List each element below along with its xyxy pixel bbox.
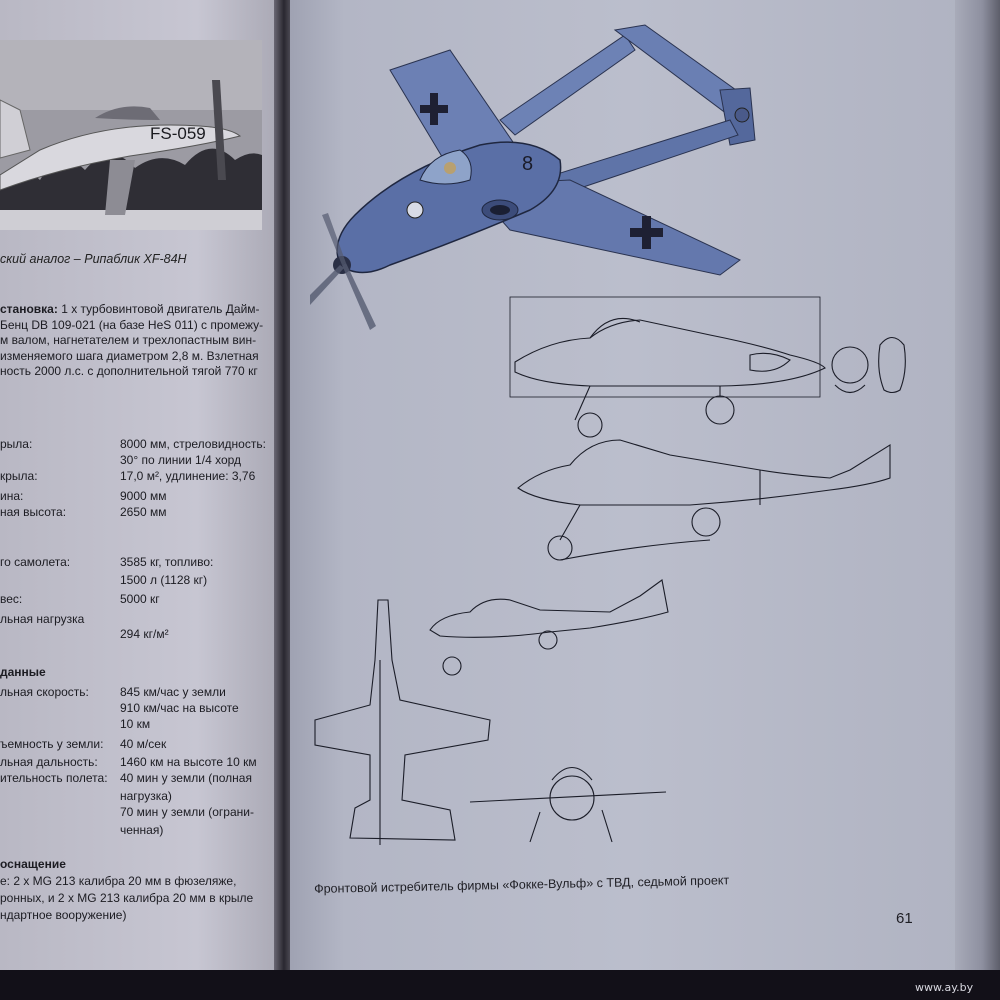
- cross-marking-upper: [420, 93, 448, 125]
- book-gutter: [274, 0, 292, 985]
- tail-code-text: FS-059: [150, 124, 206, 143]
- left-page: FS-059 ский аналог – Рипаблик XF-84H ста…: [0, 0, 282, 975]
- engine-line-text: Бенц DB 109-021 (на базе HeS 011) с пром…: [0, 317, 264, 332]
- spec-label: льная нагрузка: [0, 612, 85, 626]
- engine-line-text: м валом, нагнетателем и трехлопастным ви…: [0, 333, 257, 347]
- armament-section: оснащение е: 2 х MG 213 калибра 20 мм в …: [0, 856, 280, 924]
- spec-label: ная высота:: [0, 505, 67, 519]
- engine-line-text: изменяемого шага диаметром 2,8 м. Взлетн…: [0, 348, 259, 363]
- side-view-lower: [429, 579, 669, 676]
- spec-value: 845 км/час у земли: [120, 685, 226, 699]
- spec-value: 2650 мм: [120, 505, 167, 519]
- page-edges: [955, 0, 1000, 990]
- spec-value: 10 км: [120, 717, 151, 731]
- armament-lines: е: 2 х MG 213 калибра 20 мм в фюзеляже, р…: [0, 873, 280, 924]
- page-number: 61: [896, 910, 913, 927]
- spec-value: 910 км/час на высоте: [120, 701, 239, 715]
- engine-line-text: 1 х турбовинтовой двигатель Дайм-: [57, 302, 260, 316]
- spec-label: ъемность у земли:: [0, 737, 104, 751]
- spec-label: го самолета:: [0, 555, 71, 569]
- bottom-shadow: [0, 970, 1000, 1000]
- armament-line: е: 2 х MG 213 калибра 20 мм в фюзеляже,: [0, 874, 237, 888]
- engine-line: ность 2000 л.с. с дополнительной тягой 7…: [0, 364, 272, 380]
- spec-value: 17,0 м², удлинение: 3,76: [120, 469, 256, 483]
- photo-caption: ский аналог – Рипаблик XF-84H: [0, 252, 187, 266]
- spec-label: льная дальность:: [0, 755, 98, 769]
- spec-label: крыла:: [0, 469, 38, 483]
- side-view-middle: [517, 439, 891, 561]
- spec-label: вес:: [0, 592, 23, 606]
- spec-value: 5000 кг: [120, 592, 160, 606]
- aircraft-number: 8: [522, 153, 533, 175]
- spec-value: 3585 кг, топливо:: [120, 555, 214, 569]
- spec-label: льная скорость:: [0, 685, 89, 699]
- spec-label: ина:: [0, 489, 24, 503]
- aircraft-photo: FS-059: [0, 40, 262, 230]
- engine-line: изменяемого шага диаметром 2,8 м. Взлетн…: [0, 349, 272, 365]
- armament-line: ндартное вооружение): [0, 908, 127, 922]
- armament-title: оснащение: [0, 857, 66, 871]
- spec-value: 40 м/сек: [120, 737, 167, 751]
- spec-value: 9000 мм: [120, 489, 167, 503]
- engine-line: Бенц DB 109-021 (на базе HeS 011) с пром…: [0, 318, 272, 334]
- top-view: [314, 599, 491, 845]
- cross-marking-lower: [630, 216, 663, 249]
- spec-value: 1460 км на высоте 10 км: [120, 755, 257, 769]
- armament-line: ронных, и 2 х MG 213 калибра 20 мм в кры…: [0, 891, 254, 905]
- engine-line-label: становка:: [0, 302, 58, 316]
- front-view-bottom: [469, 766, 667, 843]
- engine-description: становка: 1 х турбовинтовой двигатель Да…: [0, 302, 272, 380]
- aircraft-color-illustration: 8: [310, 24, 756, 330]
- technical-drawings: [314, 296, 906, 845]
- spec-value: 30° по линии 1/4 хорд: [120, 453, 242, 467]
- engine-line: м валом, нагнетателем и трехлопастным ви…: [0, 333, 272, 349]
- engine-line: становка: 1 х турбовинтовой двигатель Да…: [0, 302, 272, 318]
- watermark-text: www.ay.by: [915, 981, 974, 994]
- engine-line-text: ность 2000 л.с. с дополнительной тягой 7…: [0, 364, 258, 378]
- front-views: [831, 336, 906, 394]
- spec-value: 1500 л (1128 кг): [120, 573, 208, 587]
- right-page: 8: [290, 0, 970, 980]
- side-view-upper: [509, 296, 826, 438]
- spec-value: ченная): [120, 823, 164, 837]
- spec-value: 294 кг/м²: [120, 627, 169, 641]
- spec-label: ительность полета:: [0, 771, 108, 785]
- spec-value: 70 мин у земли (ограни-: [120, 805, 254, 819]
- spec-value: нагрузка): [120, 789, 172, 803]
- spec-value: 40 мин у земли (полная: [120, 771, 252, 785]
- spec-label: рыла:: [0, 437, 33, 451]
- spec-label: данные: [0, 665, 46, 679]
- spec-value: 8000 мм, стреловидность:: [120, 437, 266, 451]
